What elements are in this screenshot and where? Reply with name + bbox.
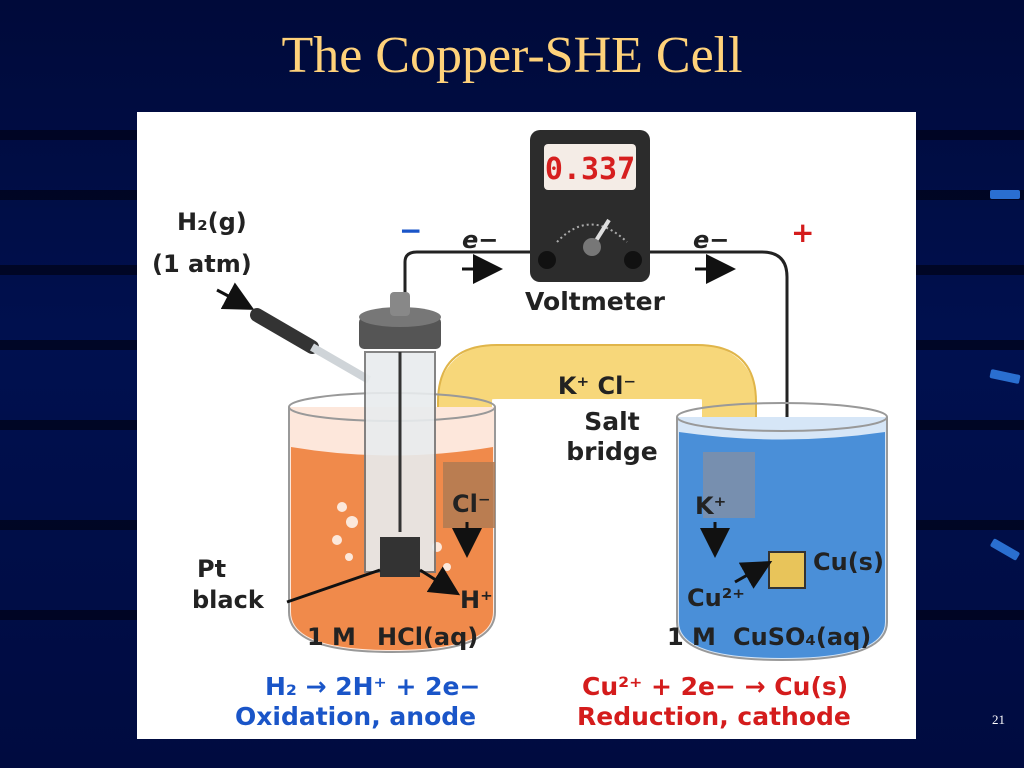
anode-label: Oxidation, anode	[235, 702, 476, 731]
copper-ion: Cu²⁺	[687, 584, 745, 612]
pt-black-label-1: Pt	[197, 555, 226, 583]
left-wire	[403, 250, 532, 292]
decoration-tick	[989, 368, 1021, 385]
positive-terminal: +	[791, 216, 814, 249]
page-number: 21	[992, 712, 1005, 727]
cathode-label: Reduction, cathode	[577, 702, 851, 731]
hcl-solution-label: HCl(aq)	[377, 623, 478, 651]
anode-equation: H₂ → 2H⁺ + 2e−	[265, 672, 480, 701]
hydrogen-electrode	[359, 292, 441, 577]
pt-black-label-2: black	[192, 586, 265, 614]
h2-arrow	[216, 282, 255, 310]
cuso4-beaker	[676, 402, 888, 662]
voltmeter	[530, 130, 650, 282]
copper-electrode	[768, 551, 806, 589]
copper-solid-label: Cu(s)	[813, 548, 884, 576]
voltmeter-label: Voltmeter	[525, 287, 666, 316]
slide-title: The Copper-SHE Cell	[281, 27, 743, 84]
electron-right: e−	[693, 226, 729, 254]
electron-left: e−	[462, 226, 498, 254]
salt-bridge	[438, 345, 756, 532]
cell-diagram-svg: 0.337 Voltmeter − + e− e− H₂(g) (1 atm) …	[152, 130, 888, 731]
voltmeter-reading: 0.337	[545, 152, 635, 187]
cell-diagram: 0.337 Voltmeter − + e− e− H₂(g) (1 atm) …	[137, 112, 916, 739]
cathode-equation: Cu²⁺ + 2e− → Cu(s)	[582, 672, 848, 701]
hydrogen-ion-arrow	[419, 566, 461, 596]
chloride-ion-left: Cl⁻	[452, 490, 491, 518]
negative-terminal: −	[399, 214, 422, 247]
gas-inlet-tube	[250, 308, 372, 384]
right-wire	[642, 250, 789, 562]
salt-bridge-label-2: bridge	[566, 437, 658, 466]
cuso4-concentration: 1 M	[667, 623, 716, 651]
hcl-concentration: 1 M	[307, 623, 356, 651]
potassium-ion-right: K⁺	[695, 492, 726, 520]
hydrogen-ion: H⁺	[460, 586, 493, 614]
copper-ion-arrow	[734, 561, 773, 589]
cuso4-solution-label: CuSO₄(aq)	[733, 623, 871, 651]
salt-bridge-label-1: Salt	[584, 407, 639, 436]
pt-black-pointer	[286, 568, 381, 604]
decoration-tick	[990, 190, 1020, 199]
salt-bridge-ions: K⁺ Cl⁻	[558, 372, 636, 400]
hcl-beaker	[288, 392, 496, 654]
h2-pressure-label: (1 atm)	[152, 250, 252, 278]
decoration-tick	[989, 538, 1021, 561]
salt-bridge-edge	[437, 344, 757, 532]
h2-gas-label: H₂(g)	[177, 208, 247, 236]
